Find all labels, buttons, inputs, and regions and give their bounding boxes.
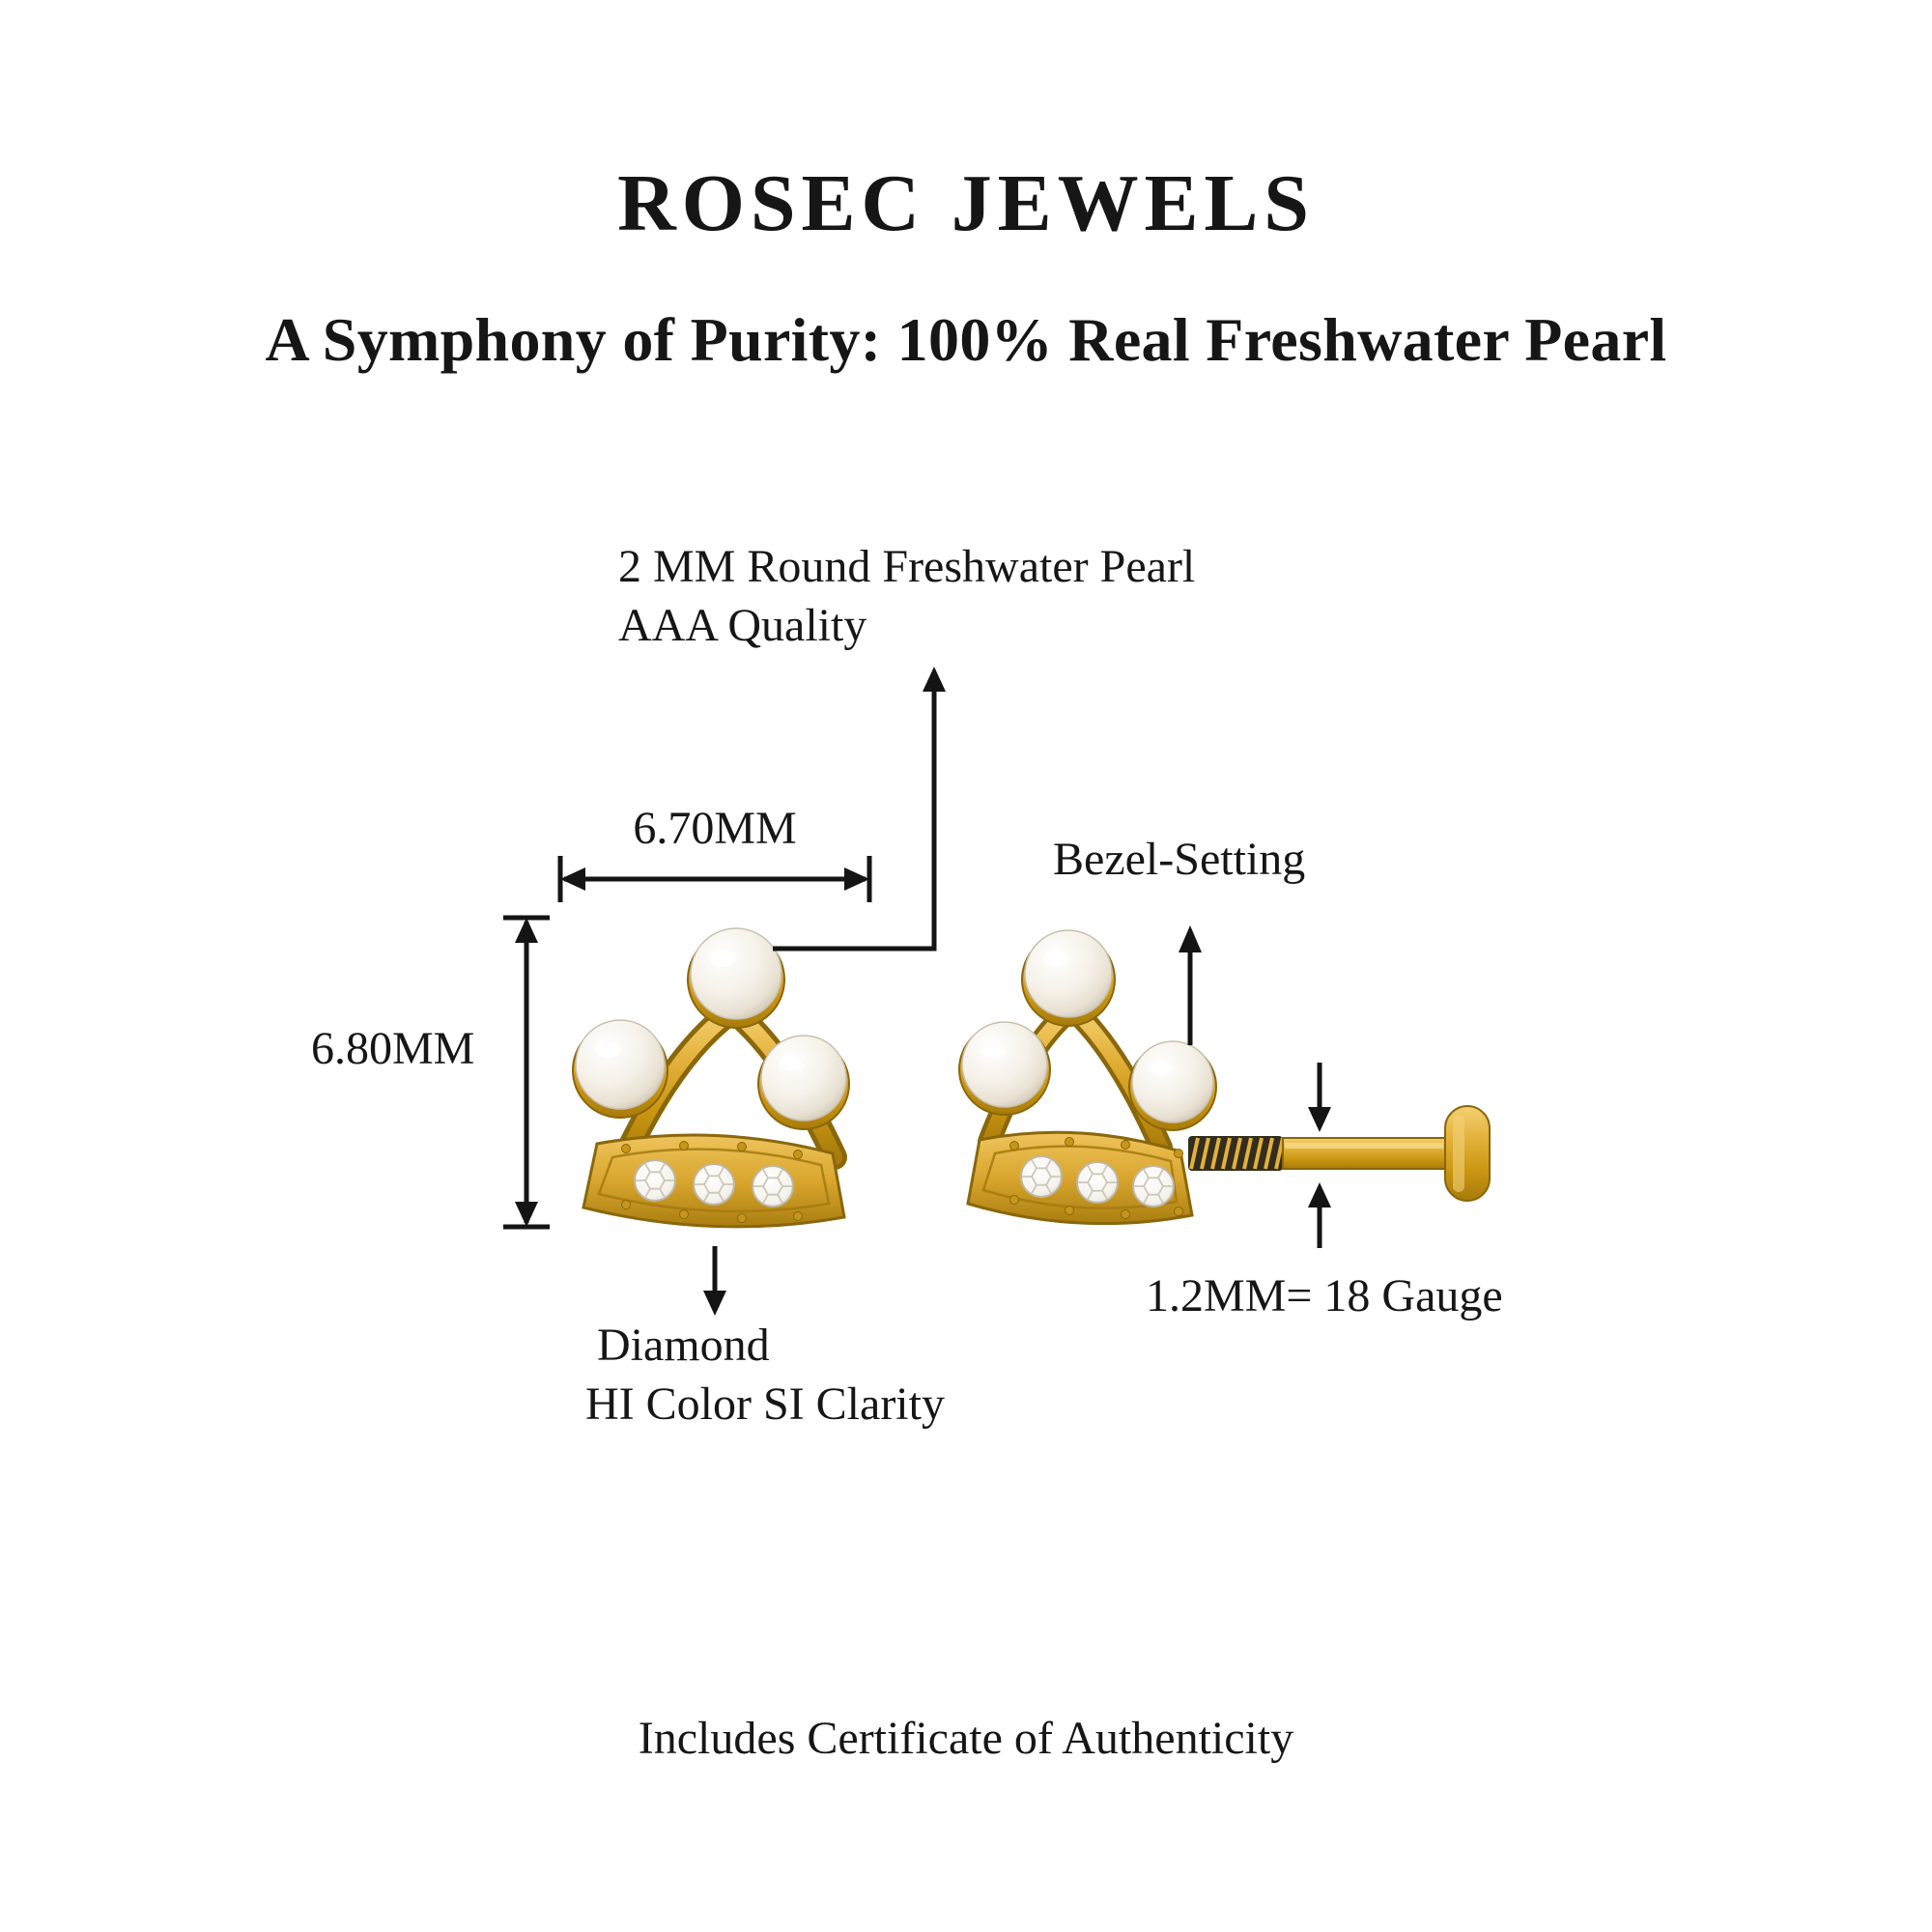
screw-thread-ridges xyxy=(1189,1137,1285,1170)
pearl-annotation: 2 MM Round Freshwater Pearl AAA Quality xyxy=(618,537,1195,656)
width-dimension-line xyxy=(557,856,872,902)
height-dimension-label: 6.80MM xyxy=(311,1023,475,1074)
diamond xyxy=(752,1165,794,1208)
pearl xyxy=(1131,1040,1214,1123)
tagline: A Symphony of Purity: 100% Real Freshwat… xyxy=(265,305,1667,375)
footer-note: Includes Certificate of Authenticity xyxy=(638,1713,1294,1764)
diamond-annotation: Diamond HI Color SI Clarity xyxy=(585,1316,945,1435)
pearl-annotation-line1: 2 MM Round Freshwater Pearl xyxy=(618,541,1196,592)
diamond-annotation-line1: Diamond xyxy=(597,1320,770,1371)
diamond xyxy=(1020,1155,1063,1198)
diamond xyxy=(693,1163,735,1206)
pearl xyxy=(1024,929,1113,1018)
post-bar xyxy=(1282,1137,1446,1170)
crown-front xyxy=(572,927,850,1229)
flat-back-disc xyxy=(1444,1105,1491,1202)
labret-post xyxy=(1188,1105,1491,1202)
diamond-arrow xyxy=(703,1246,726,1316)
diamond xyxy=(634,1159,676,1202)
pearl xyxy=(961,1021,1048,1108)
gauge-annotation: 1.2MM= 18 Gauge xyxy=(1146,1270,1503,1321)
earring-front-view xyxy=(572,927,850,1229)
crown-side xyxy=(958,929,1217,1226)
diamond xyxy=(1076,1161,1119,1204)
pearl xyxy=(690,927,782,1020)
diamond xyxy=(1132,1165,1175,1208)
bezel-annotation: Bezel-Setting xyxy=(1053,834,1306,885)
diamond-annotation-line2: HI Color SI Clarity xyxy=(585,1378,945,1431)
diamond-band-inner xyxy=(981,1145,1179,1209)
pearl xyxy=(760,1035,847,1122)
earring-side-view xyxy=(958,929,1491,1226)
pearl xyxy=(575,1019,666,1110)
pearl-annotation-line2: AAA Quality xyxy=(618,600,867,652)
width-dimension-label: 6.70MM xyxy=(633,803,797,854)
brand-title: ROSEC JEWELS xyxy=(617,158,1315,249)
